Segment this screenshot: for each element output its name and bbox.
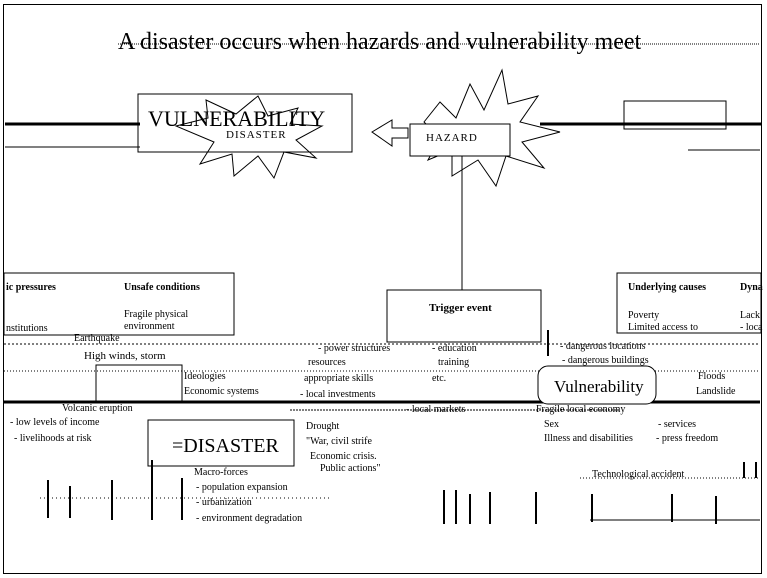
dangerous-buildings: - dangerous buildings xyxy=(562,355,649,366)
left-panel xyxy=(3,272,235,336)
trigger-event-heading: Trigger event xyxy=(429,302,492,314)
dyna-heading: Dyna xyxy=(740,282,763,293)
services-item: - services xyxy=(658,419,697,430)
etc-item: etc. xyxy=(432,373,447,384)
education-item: - education xyxy=(432,343,477,354)
training-item: training xyxy=(438,357,470,368)
high-winds-label: High winds, storm xyxy=(84,350,166,362)
landslide-item: Landslide xyxy=(696,386,736,397)
macro-forces: Macro-forces xyxy=(194,467,248,478)
bottom-bars xyxy=(47,330,757,524)
arrow-into-disaster xyxy=(371,119,409,147)
local-markets: - local markets xyxy=(406,404,466,415)
illness-item: Illness and disabilities xyxy=(544,433,633,444)
local-investments: - local investments xyxy=(300,389,376,400)
unsafe-line-2: environment xyxy=(124,321,175,332)
mid-box-left xyxy=(95,364,183,402)
economic-systems-label: Economic systems xyxy=(184,386,259,397)
livelihoods-label: - livelihoods at risk xyxy=(14,433,92,444)
sex-item: Sex xyxy=(544,419,559,430)
loca-item: - loca xyxy=(740,322,763,333)
vulnerability-heading: VULNERABILITY xyxy=(148,106,326,131)
fragile-economy: Fragile local economy xyxy=(536,404,626,415)
vulnerability-box xyxy=(137,93,353,153)
disaster-equation: =DISASTER xyxy=(172,435,279,457)
poverty-item: Poverty xyxy=(628,310,660,321)
unsafe-line-1: Fragile physical xyxy=(124,309,189,320)
urbanization-item: - urbanization xyxy=(196,497,252,508)
resources-item: resources xyxy=(308,357,346,368)
economic-crisis: Economic crisis. xyxy=(310,451,377,462)
disaster-label: DISASTER xyxy=(226,129,287,141)
earthquake-label: Earthquake xyxy=(74,333,120,344)
vulnerability-rounded-box xyxy=(537,365,657,405)
trigger-box xyxy=(386,289,542,343)
underlying-causes-heading: Underlying causes xyxy=(628,282,707,293)
low-income-label: - low levels of income xyxy=(10,417,100,428)
left-header-unsafe: Unsafe conditions xyxy=(124,282,200,293)
volcanic-label: Volcanic eruption xyxy=(62,403,133,414)
diagram-title: A disaster occurs when hazards and vulne… xyxy=(118,29,642,55)
limited-access-item: Limited access to xyxy=(628,322,698,333)
right-panel xyxy=(616,272,762,334)
environment-degradation: - environment degradation xyxy=(196,513,303,524)
lack-item: Lack xyxy=(740,310,760,321)
disaster-result-box xyxy=(147,419,295,467)
press-freedom-item: - press freedom xyxy=(656,433,719,444)
public-actions: Public actions" xyxy=(320,463,381,474)
ideologies-label: Ideologies xyxy=(184,371,226,382)
tech-accident: Technological accident xyxy=(592,469,685,480)
floods-item: Floods xyxy=(698,371,726,382)
power-structures: - power structures xyxy=(318,343,391,354)
vulnerability-label: Vulnerability xyxy=(554,377,644,396)
right-top-box xyxy=(623,100,727,130)
disaster-starburst xyxy=(174,95,324,180)
hazard-label: HAZARD xyxy=(426,132,478,144)
left-header-pressures: ic pressures xyxy=(6,282,56,293)
dangerous-locations: - dangerous locations xyxy=(560,341,646,352)
appropriate-skills: appropriate skills xyxy=(304,373,374,384)
drought-item: Drought xyxy=(306,421,340,432)
population-expansion: - population expansion xyxy=(196,482,288,493)
hazard-box xyxy=(409,123,511,157)
war-item: "War, civil strife xyxy=(306,436,372,447)
institutions-label: nstitutions xyxy=(6,323,48,334)
